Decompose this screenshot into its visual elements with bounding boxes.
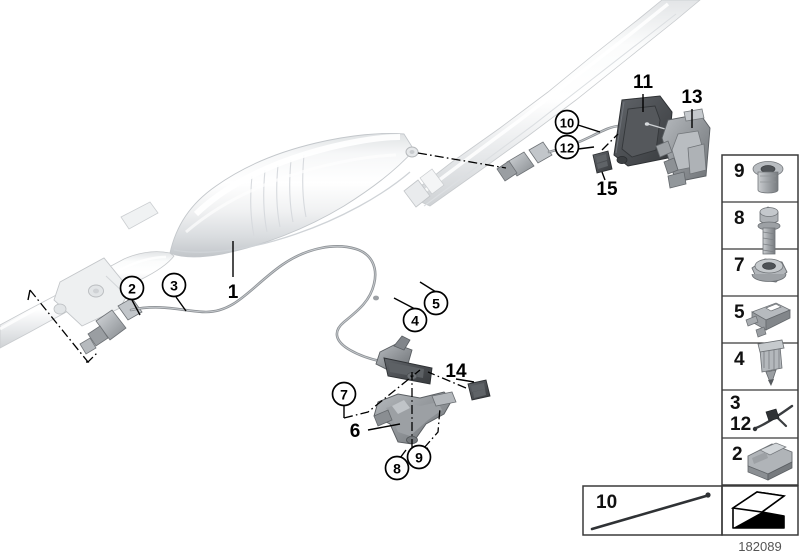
callout-bubble bbox=[406, 444, 432, 470]
callout-13: 13 bbox=[681, 87, 702, 108]
legend-item-5: 5 bbox=[734, 302, 791, 338]
catalytic-converter-body bbox=[169, 132, 415, 258]
legend-item-4: 4 bbox=[734, 339, 785, 386]
diagram-number: 182089 bbox=[738, 539, 781, 554]
legend-item-2: 2 bbox=[732, 442, 793, 481]
callout-label: 8 bbox=[393, 461, 401, 477]
legend-label: 4 bbox=[734, 349, 745, 370]
callout-label: 3 bbox=[170, 278, 178, 294]
callout-bubble bbox=[161, 272, 187, 298]
callout-2: 2 bbox=[119, 275, 145, 301]
clip-part-14 bbox=[467, 379, 491, 401]
callout-3: 3 bbox=[161, 272, 187, 298]
callout-bubble bbox=[331, 381, 357, 407]
cable-holder-upper-part bbox=[375, 335, 433, 385]
callout-label: 9 bbox=[415, 450, 423, 466]
callout-label: 13 bbox=[681, 87, 702, 108]
legend-label: 3 bbox=[730, 393, 741, 414]
callout-label: 14 bbox=[445, 361, 467, 382]
callout-label: 12 bbox=[560, 141, 574, 156]
callout-7: 7 bbox=[331, 381, 357, 407]
callout-4: 4 bbox=[402, 307, 428, 333]
converter-heat-shield-tab bbox=[120, 201, 159, 230]
long-sensor-lead-wire-icon bbox=[590, 492, 711, 531]
callout-label: 6 bbox=[350, 421, 361, 442]
callout-label: 7 bbox=[340, 387, 348, 403]
callout-label: 1 bbox=[228, 282, 239, 303]
rear-lambda-sensor bbox=[496, 141, 553, 182]
callout-12: 12 bbox=[554, 134, 580, 160]
callout-bubble bbox=[554, 134, 580, 160]
legend-label: 9 bbox=[734, 161, 745, 182]
leader-lines bbox=[27, 94, 693, 459]
front-sensor-cable bbox=[129, 245, 386, 364]
legend-label: 7 bbox=[734, 255, 745, 276]
legend-item-10: 10 bbox=[582, 485, 723, 536]
legend-item-9: 9 bbox=[734, 161, 784, 194]
legend-item-3-12: 3 12 bbox=[730, 393, 794, 435]
front-flange-boss bbox=[53, 257, 131, 327]
callout-9: 9 bbox=[406, 444, 432, 470]
callout-1: 1 bbox=[228, 282, 239, 303]
legend-label-alt: 12 bbox=[730, 414, 751, 435]
legend-label: 2 bbox=[732, 444, 743, 465]
mounting-bracket-part-6 bbox=[373, 391, 457, 445]
legend-label: 5 bbox=[734, 302, 745, 323]
tailpipe-upper bbox=[407, 0, 701, 207]
collar-bushing-grommet-icon bbox=[752, 161, 784, 194]
cable-routing-clip-icon bbox=[757, 339, 785, 386]
rear-sensor-boss bbox=[405, 146, 419, 158]
view-direction-box bbox=[721, 485, 799, 536]
callout-label: 2 bbox=[128, 281, 136, 297]
legend-label: 10 bbox=[596, 492, 617, 513]
callout-label: 15 bbox=[596, 179, 618, 200]
callout-bubble bbox=[423, 290, 449, 316]
exhaust-system-illustration bbox=[0, 0, 701, 349]
callout-10: 10 bbox=[554, 109, 580, 135]
bottom-boxes: 10 bbox=[582, 485, 799, 536]
callout-8: 8 bbox=[384, 455, 410, 481]
front-lambda-sensor bbox=[79, 297, 143, 355]
pipe-coupling-ring bbox=[403, 168, 445, 208]
callout-5: 5 bbox=[423, 290, 449, 316]
legend-item-8: 8 bbox=[734, 206, 781, 255]
callout-label: 10 bbox=[560, 116, 574, 131]
callout-bubble bbox=[554, 109, 580, 135]
connector-part-15 bbox=[592, 150, 613, 174]
hex-flange-nut-icon bbox=[751, 258, 788, 283]
callout-bubble bbox=[384, 455, 410, 481]
callout-label: 4 bbox=[411, 313, 419, 329]
cable-tie-icon bbox=[752, 404, 794, 432]
callout-label: 5 bbox=[432, 296, 440, 312]
hex-flange-bolt-icon bbox=[757, 206, 781, 255]
legend-panel: 9 8 7 bbox=[721, 154, 799, 486]
sheet-metal-clip-bracket-icon bbox=[745, 302, 791, 338]
callout-14: 14 bbox=[445, 361, 467, 382]
callout-bubble bbox=[119, 275, 145, 301]
view-direction-arrow-icon bbox=[730, 491, 787, 529]
module-bracket-part-13 bbox=[655, 108, 711, 189]
callout-11: 11 bbox=[633, 72, 654, 93]
legend-label: 8 bbox=[734, 208, 745, 229]
callout-label: 11 bbox=[633, 72, 654, 93]
sensor-cable-holder-clamp-icon bbox=[747, 442, 793, 481]
callout-15: 15 bbox=[596, 179, 618, 200]
cable-clip-point-4-5 bbox=[373, 295, 379, 301]
legend-item-7: 7 bbox=[734, 255, 788, 283]
callout-6: 6 bbox=[350, 421, 361, 442]
callout-bubble bbox=[402, 307, 428, 333]
